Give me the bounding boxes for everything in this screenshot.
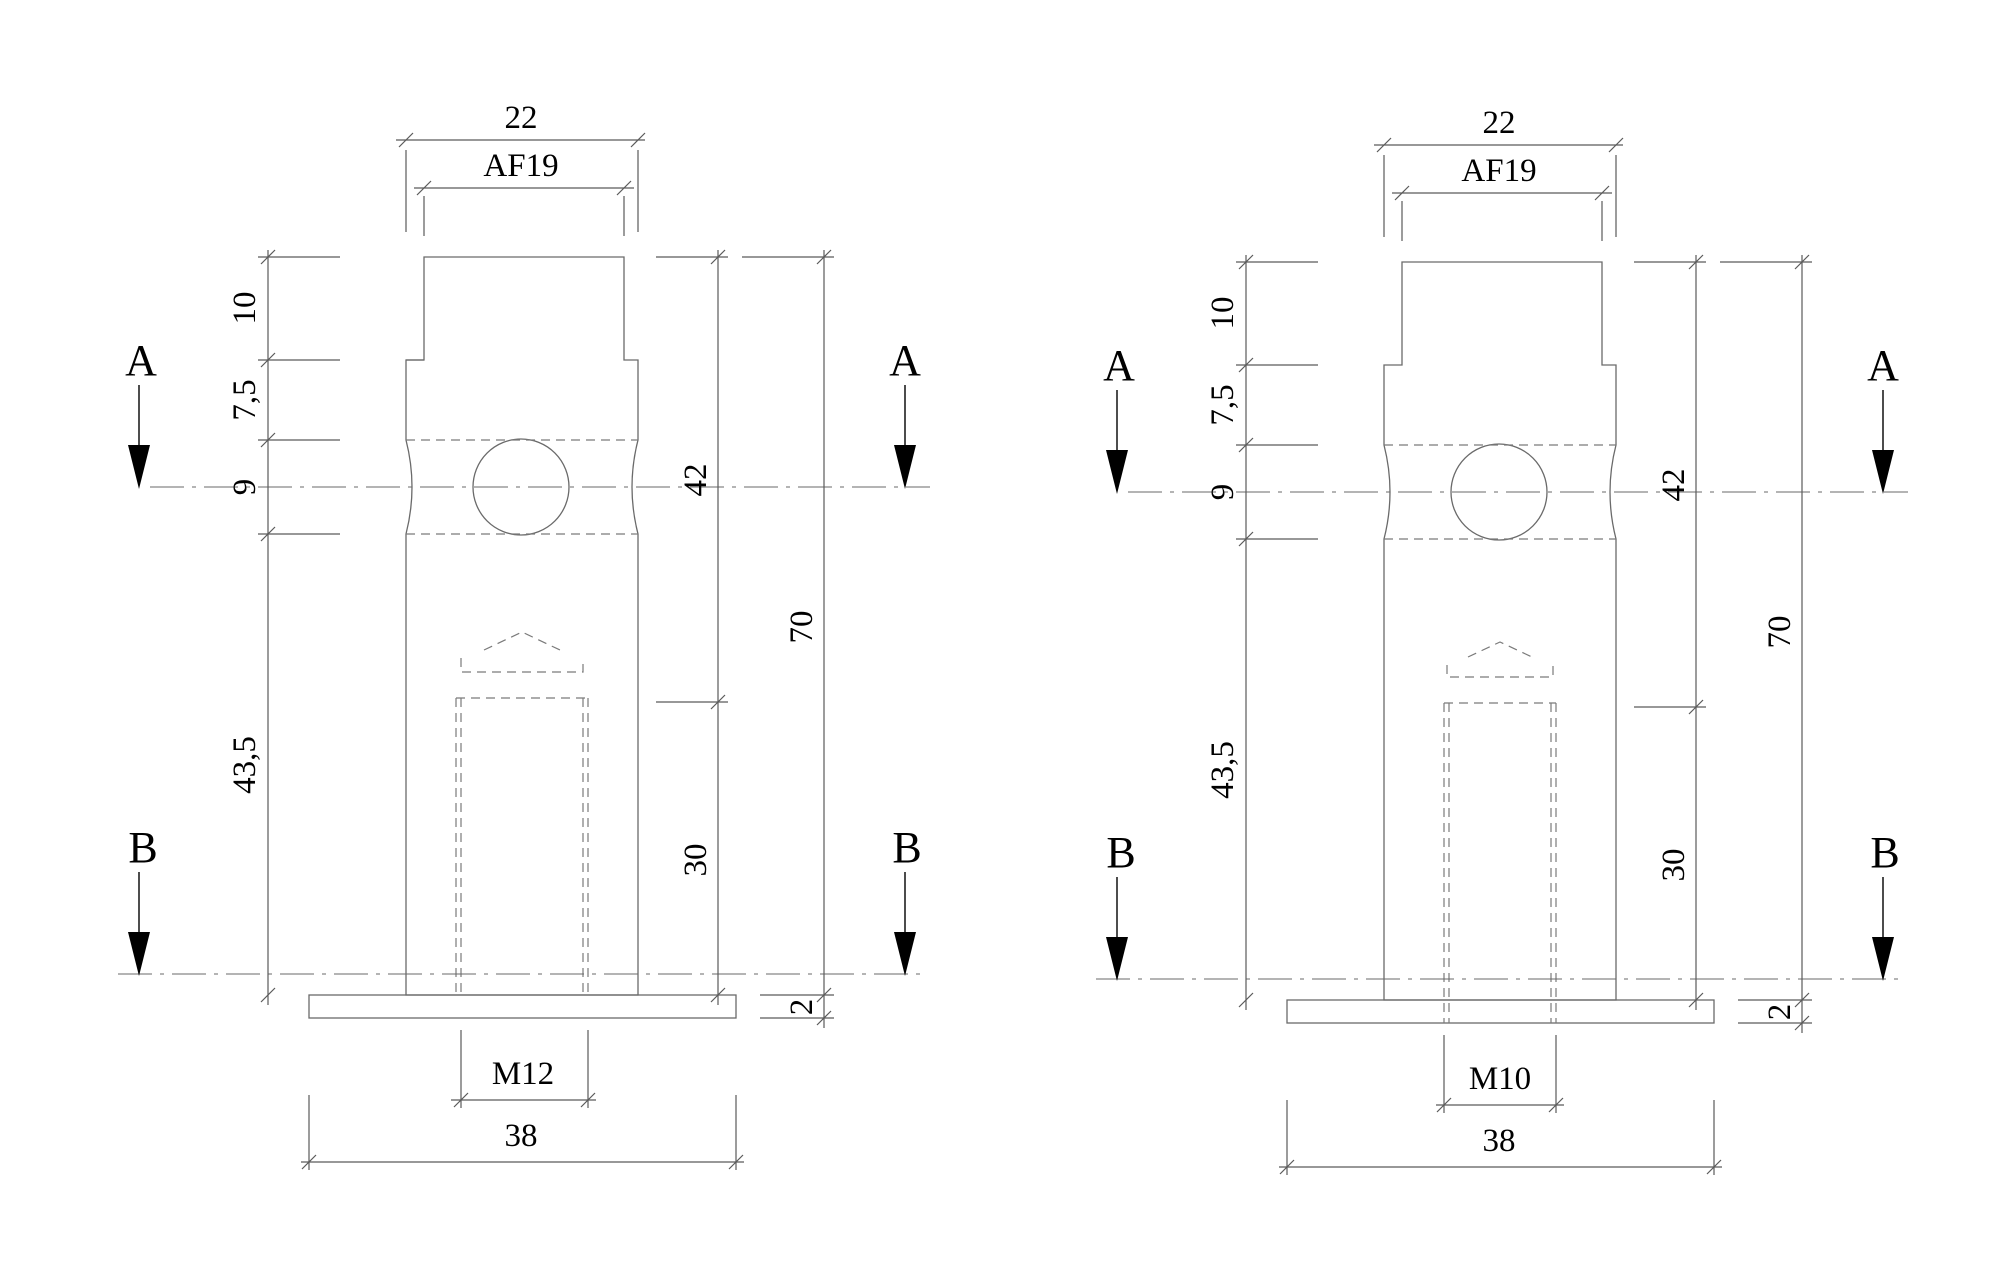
dim-h-top: 10 bbox=[1205, 297, 1241, 330]
tick bbox=[1548, 1097, 1564, 1113]
svg-text:B: B bbox=[128, 823, 157, 872]
tick bbox=[816, 987, 832, 1003]
drill-hidden-line bbox=[1446, 665, 1554, 678]
section-arrow-a-left: A bbox=[125, 336, 157, 489]
base-plate bbox=[1286, 999, 1715, 1024]
section-arrow-a-right: A bbox=[1867, 341, 1899, 494]
tick bbox=[1238, 437, 1254, 453]
tick bbox=[728, 1154, 744, 1170]
dim-thread: M12 bbox=[492, 1056, 554, 1092]
dim-top-width: 22 bbox=[1483, 105, 1516, 141]
dim-plate-thickness: 2 bbox=[784, 999, 820, 1016]
dim-h-hole: 9 bbox=[1205, 484, 1241, 501]
tick bbox=[1688, 254, 1704, 270]
tick bbox=[301, 1154, 317, 1170]
cross-hole bbox=[472, 438, 570, 536]
tick bbox=[1594, 185, 1610, 201]
dim-h-thread-depth: 30 bbox=[678, 844, 714, 877]
section-arrow-a-right: A bbox=[889, 336, 921, 489]
tick bbox=[398, 132, 414, 148]
tick bbox=[1706, 1159, 1722, 1175]
tick bbox=[710, 694, 726, 710]
tick bbox=[416, 180, 432, 196]
section-arrow-b-left: B bbox=[1106, 828, 1136, 981]
dim-across-flats: AF19 bbox=[1461, 153, 1536, 189]
dim-thread: M10 bbox=[1469, 1061, 1531, 1097]
dim-h-upper-total: 42 bbox=[678, 464, 714, 497]
tick bbox=[260, 987, 276, 1003]
tick bbox=[616, 180, 632, 196]
dim-h-hole: 9 bbox=[227, 479, 263, 496]
svg-text:B: B bbox=[1870, 828, 1899, 877]
tick bbox=[260, 526, 276, 542]
tick bbox=[260, 249, 276, 265]
dim-h-step: 7,5 bbox=[227, 379, 263, 420]
section-arrow-b-right: B bbox=[1870, 828, 1900, 981]
svg-text:A: A bbox=[889, 336, 921, 385]
svg-text:A: A bbox=[1103, 341, 1135, 390]
tick bbox=[1376, 137, 1392, 153]
svg-text:B: B bbox=[892, 823, 921, 872]
section-arrow-b-right: B bbox=[892, 823, 922, 976]
tick bbox=[1608, 137, 1624, 153]
section-arrow-b-left: B bbox=[128, 823, 158, 976]
tick bbox=[580, 1092, 596, 1108]
drawing-right: 22 AF19 10 7,5 9 43,5 42 30 70 bbox=[1096, 105, 1908, 1175]
tick bbox=[1688, 699, 1704, 715]
tick bbox=[710, 987, 726, 1003]
body-outline bbox=[405, 256, 639, 996]
svg-text:A: A bbox=[125, 336, 157, 385]
drawing-left: 22 AF19 10 7,5 9 43,5 42 30 bbox=[118, 100, 930, 1170]
tick bbox=[630, 132, 646, 148]
dim-plate-width: 38 bbox=[505, 1118, 538, 1154]
tick bbox=[1794, 254, 1810, 270]
tick bbox=[260, 432, 276, 448]
dim-h-lower: 43,5 bbox=[227, 736, 263, 794]
tick bbox=[453, 1092, 469, 1108]
tick bbox=[1238, 254, 1254, 270]
dim-h-top: 10 bbox=[227, 292, 263, 325]
base-plate bbox=[308, 994, 737, 1019]
tick bbox=[816, 249, 832, 265]
tick bbox=[710, 249, 726, 265]
tick bbox=[1436, 1097, 1452, 1113]
svg-text:B: B bbox=[1106, 828, 1135, 877]
tick bbox=[1238, 531, 1254, 547]
dim-h-total: 70 bbox=[784, 611, 820, 644]
tick bbox=[1394, 185, 1410, 201]
dim-h-total: 70 bbox=[1762, 616, 1798, 649]
tick bbox=[1688, 992, 1704, 1008]
dim-h-step: 7,5 bbox=[1205, 384, 1241, 425]
tick bbox=[1794, 992, 1810, 1008]
tick bbox=[1279, 1159, 1295, 1175]
dim-plate-thickness: 2 bbox=[1762, 1004, 1798, 1021]
dim-plate-width: 38 bbox=[1483, 1123, 1516, 1159]
drill-tip-hidden-line bbox=[1467, 641, 1533, 658]
drill-tip-hidden-line bbox=[483, 631, 561, 651]
tick bbox=[260, 352, 276, 368]
svg-text:A: A bbox=[1867, 341, 1899, 390]
tick bbox=[1238, 357, 1254, 373]
dim-top-width: 22 bbox=[505, 100, 538, 136]
drill-hidden-line bbox=[460, 658, 584, 673]
cross-hole bbox=[1450, 443, 1548, 541]
dim-h-thread-depth: 30 bbox=[1656, 849, 1692, 882]
body-outline bbox=[1383, 261, 1617, 1001]
section-arrow-a-left: A bbox=[1103, 341, 1135, 494]
dim-across-flats: AF19 bbox=[483, 148, 558, 184]
dim-h-lower: 43,5 bbox=[1205, 741, 1241, 799]
dim-h-upper-total: 42 bbox=[1656, 469, 1692, 502]
tick bbox=[1238, 992, 1254, 1008]
